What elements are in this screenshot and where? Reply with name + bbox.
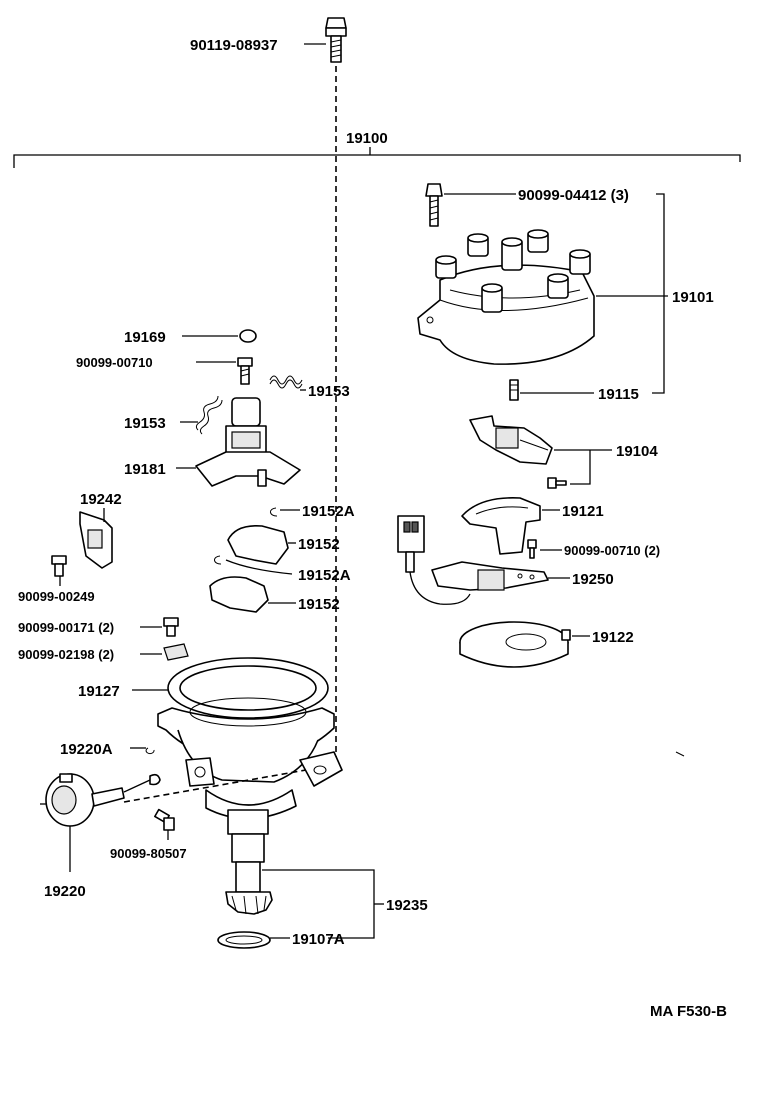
label-spring-right: 19153 [308, 383, 350, 400]
label-bolt-top: 90119-08937 [190, 37, 278, 54]
vacuum-screw-part [154, 808, 175, 831]
weight-1-part [227, 524, 289, 565]
distributor-cap-part [417, 229, 595, 365]
spring-right-part [269, 375, 303, 389]
label-housing: 19127 [78, 683, 120, 700]
label-signal-gen: 19250 [572, 571, 614, 588]
pickup-coil-part [461, 497, 541, 555]
shaft-part [225, 809, 273, 915]
label-vacuum-advancer: 19220 [44, 883, 86, 900]
bracket-screw-part [51, 555, 67, 577]
label-governor: 19181 [124, 461, 166, 478]
coil-screw-part [527, 539, 537, 559]
label-bracket: 19242 [80, 491, 122, 508]
label-carbon: 19115 [598, 386, 639, 403]
housing-part [157, 657, 343, 820]
label-rotor: 19104 [616, 443, 658, 460]
label-screw-governor: 90099-00710 [76, 355, 153, 370]
label-felt: 19169 [124, 329, 166, 346]
bracket-part [79, 511, 113, 569]
label-bracket-screw: 90099-00249 [18, 589, 95, 604]
screw-00171-part [163, 617, 179, 637]
label-cap-screw: 90099-04412 (3) [518, 187, 629, 204]
governor-part [195, 397, 301, 487]
label-breaker-plate: 19122 [592, 629, 634, 646]
label-coil-screw: 90099-00710 (2) [564, 543, 660, 558]
label-clip-2: 19152A [298, 567, 351, 584]
cap-screw-part [425, 183, 443, 227]
plate-02198-part [163, 643, 189, 661]
label-weight-2: 19152 [298, 596, 340, 613]
connector-harness-part [397, 515, 549, 605]
clip-1-part [270, 507, 278, 517]
label-coil: 19121 [562, 503, 604, 520]
vacuum-advancer-part [40, 773, 161, 827]
label-screw-00171: 90099-00171 (2) [18, 620, 114, 635]
oring-part [217, 931, 271, 949]
label-oring: 19107A [292, 931, 345, 948]
label-vacuum-clip: 19220A [60, 741, 113, 758]
label-footer: MA F530-B [650, 1003, 727, 1020]
label-vacuum-screw: 90099-80507 [110, 846, 187, 861]
label-weight-1: 19152 [298, 536, 340, 553]
rotor-screw-part [547, 477, 567, 489]
spring-left-part [195, 395, 223, 435]
label-plate-02198: 90099-02198 (2) [18, 647, 114, 662]
felt-part [239, 329, 257, 343]
clip-2-part [214, 555, 222, 565]
rotor-part [469, 415, 553, 465]
label-spring-left: 19153 [124, 415, 166, 432]
label-cap: 19101 [672, 289, 714, 306]
vacuum-clip-part [145, 747, 155, 755]
carbon-piece-part [509, 379, 519, 401]
governor-screw-part [237, 357, 253, 385]
label-assembly: 19100 [346, 130, 388, 147]
top-bolt-part [325, 17, 347, 63]
weight-2-part [209, 576, 269, 613]
breaker-plate-part [459, 621, 571, 668]
label-clip-1: 19152A [302, 503, 355, 520]
label-shaft: 19235 [386, 897, 428, 914]
